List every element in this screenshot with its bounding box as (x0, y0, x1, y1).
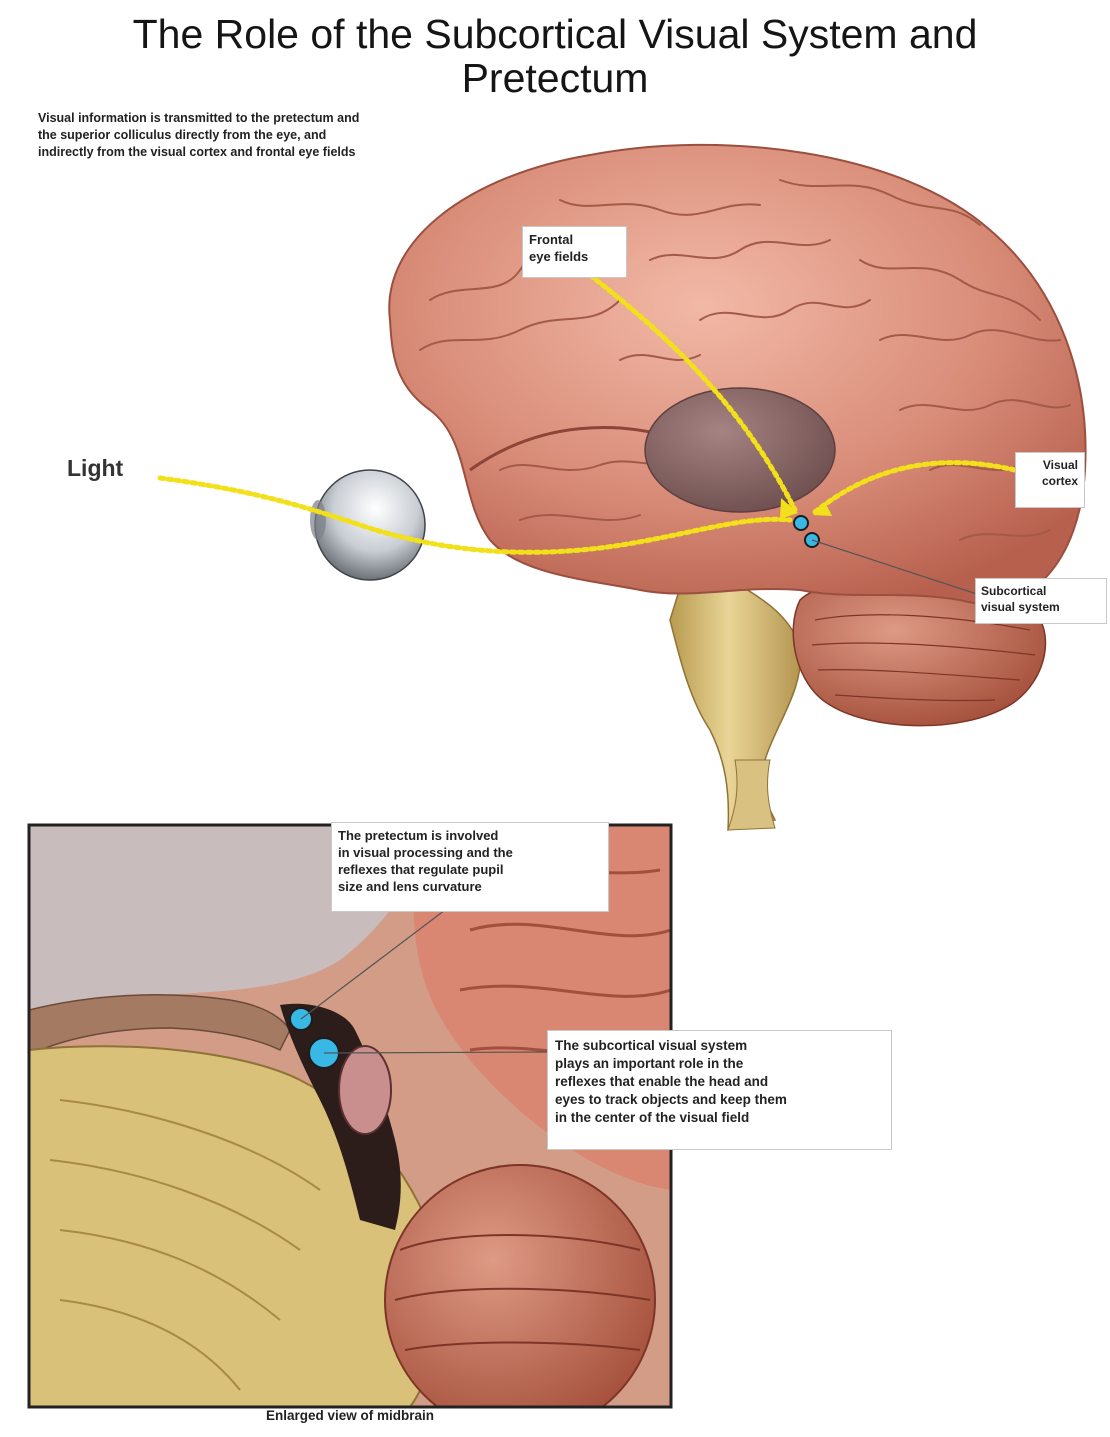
cerebellum-inset (385, 1165, 655, 1435)
pretectum-marker (794, 516, 808, 530)
subcortical-label-line-2: visual system (981, 599, 1101, 615)
pineal-region (339, 1046, 391, 1134)
brainstem (670, 555, 800, 830)
light-label: Light (67, 455, 123, 482)
visual-cortex-label-line-2: cortex (1022, 473, 1078, 489)
thalamus (645, 388, 835, 512)
subcortical-note-line-5: in the center of the visual field (555, 1109, 884, 1127)
frontal-eye-fields-label-line-2: eye fields (529, 248, 620, 265)
eyeball (315, 470, 425, 580)
pretectum-note-line-2: in visual processing and the (338, 844, 602, 861)
eye-lens (310, 500, 326, 540)
visual-cortex-label: Visual cortex (1015, 452, 1085, 508)
subcortical-note-line-2: plays an important role in the (555, 1055, 884, 1073)
subcortical-note-line-4: eyes to track objects and keep them (555, 1091, 884, 1109)
frontal-eye-fields-label-line-1: Frontal (529, 231, 620, 248)
cerebrum (389, 145, 1085, 604)
subcortical-note-line-3: reflexes that enable the head and (555, 1073, 884, 1091)
frontal-eye-fields-label: Frontal eye fields (522, 226, 627, 278)
inset-caption: Enlarged view of midbrain (0, 1408, 700, 1423)
subcortical-label-line-1: Subcortical (981, 583, 1101, 599)
visual-cortex-label-line-1: Visual (1022, 457, 1078, 473)
pretectum-note-line-4: size and lens curvature (338, 878, 602, 895)
subcortical-note-line-1: The subcortical visual system (555, 1037, 884, 1055)
pretectum-note-line-1: The pretectum is involved (338, 827, 602, 844)
pretectum-note-line-3: reflexes that regulate pupil (338, 861, 602, 878)
pretectum-note: The pretectum is involved in visual proc… (331, 822, 609, 912)
subcortical-note: The subcortical visual system plays an i… (547, 1030, 892, 1150)
subcortical-visual-system-label: Subcortical visual system (975, 578, 1107, 624)
